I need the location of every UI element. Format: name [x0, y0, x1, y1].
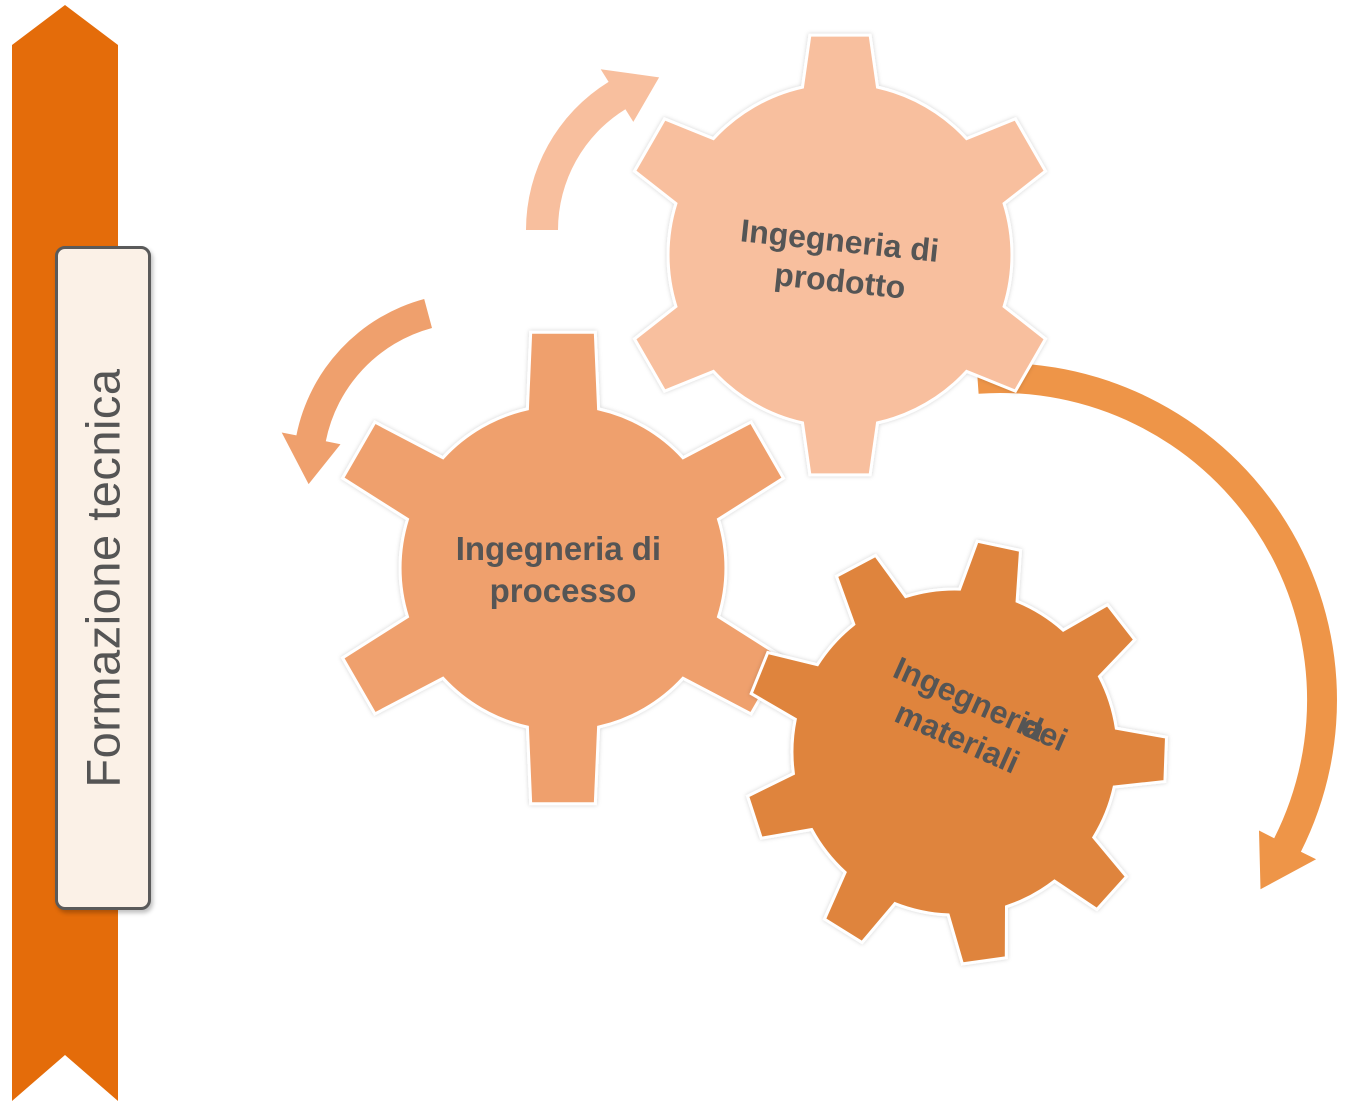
gear-processo: Ingegneria di processo — [340, 330, 786, 806]
curved-arrow-top — [526, 69, 660, 230]
gear-processo-line2: processo — [490, 572, 637, 609]
gear-materiali: Ingegneria dei materiali — [745, 539, 1169, 966]
curved-arrow-right-shape — [976, 362, 1337, 890]
curved-arrow-right — [976, 362, 1337, 890]
gear-processo-line1: Ingegneria di — [456, 530, 661, 567]
curved-arrow-left-shape — [281, 299, 432, 485]
curved-arrow-top-shape — [526, 69, 660, 230]
curved-arrow-left — [281, 299, 432, 485]
gear-prodotto: Ingegneria di prodotto — [632, 33, 1048, 477]
sidebar-label: Formazione tecnica — [76, 368, 130, 788]
sidebar-label-card: Formazione tecnica — [55, 246, 151, 910]
svg-text:Ingegneria di processo: Ingegneria di processo — [456, 530, 671, 609]
